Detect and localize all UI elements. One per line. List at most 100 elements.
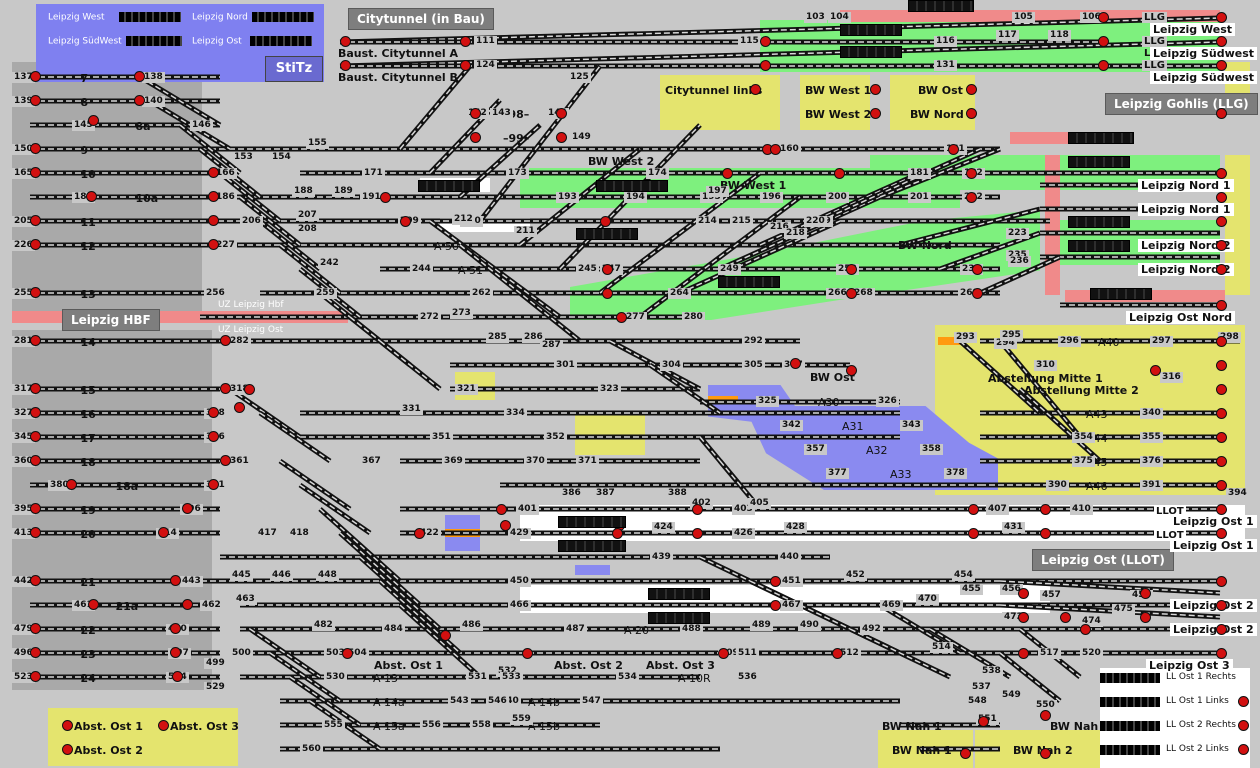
track-number-105[interactable]: 105 — [1012, 12, 1035, 23]
signal-icon[interactable] — [972, 288, 983, 299]
signal-icon[interactable] — [30, 383, 41, 394]
track-number-352[interactable]: 352 — [544, 432, 567, 443]
track-number-487[interactable]: 487 — [564, 624, 587, 635]
signal-icon[interactable] — [1216, 12, 1227, 23]
track-number-512[interactable]: 512 — [838, 648, 861, 659]
track-number-407[interactable]: 407 — [986, 504, 1009, 515]
track-number-317[interactable]: 317 — [12, 384, 35, 395]
signal-icon[interactable] — [722, 168, 733, 179]
track-number-490[interactable]: 490 — [798, 620, 821, 631]
signal-icon[interactable] — [182, 503, 193, 514]
track-number-536[interactable]: 536 — [736, 672, 759, 683]
track-number-395[interactable]: 395 — [12, 504, 35, 515]
signal-icon[interactable] — [1216, 576, 1227, 587]
signal-icon[interactable] — [30, 431, 41, 442]
signal-icon[interactable] — [208, 167, 219, 178]
exit-leipzig-nord-1a[interactable]: Leipzig Nord 1 — [1138, 179, 1234, 192]
track-number-218[interactable]: 218 — [784, 228, 807, 239]
track-number-269[interactable]: 269 — [958, 288, 981, 299]
track-number-255[interactable]: 255 — [12, 288, 35, 299]
signal-icon[interactable] — [1216, 300, 1227, 311]
track-number-546[interactable]: 546 — [486, 696, 509, 707]
signal-icon[interactable] — [1216, 60, 1227, 71]
track-number-117[interactable]: 117 — [996, 30, 1019, 41]
track-number-264[interactable]: 264 — [668, 288, 691, 299]
track-number-256[interactable]: 256 — [204, 288, 227, 299]
track-number-558[interactable]: 558 — [470, 720, 493, 731]
signal-icon[interactable] — [960, 748, 971, 759]
exit-leipzig-ost-3[interactable]: Leipzig Ost 3 — [1146, 659, 1233, 672]
track-number-116[interactable]: 116 — [934, 36, 957, 47]
signal-icon[interactable] — [244, 384, 255, 395]
track-number-131[interactable]: 131 — [934, 60, 957, 71]
track-number-272[interactable]: 272 — [418, 312, 441, 323]
track-number-226[interactable]: 226 — [12, 240, 35, 251]
track-number-118[interactable]: 118 — [1048, 30, 1071, 41]
track-number-504[interactable]: 504 — [346, 648, 369, 659]
track-number-529[interactable]: 529 — [204, 682, 227, 693]
signal-icon[interactable] — [470, 108, 481, 119]
signal-icon[interactable] — [30, 527, 41, 538]
track-number-138[interactable]: 138 — [142, 72, 165, 83]
track-number-355[interactable]: 355 — [1140, 432, 1163, 443]
exit-leipzig-ost-2a[interactable]: Leipzig Ost 2 — [1170, 599, 1257, 612]
track-number-215[interactable]: 215 — [730, 216, 753, 227]
track-number-369[interactable]: 369 — [442, 456, 465, 467]
track-number-479[interactable]: 479 — [12, 624, 35, 635]
track-number-171[interactable]: 171 — [362, 168, 385, 179]
track-number-245[interactable]: 245 — [576, 264, 599, 275]
track-number-496[interactable]: 496 — [12, 648, 35, 659]
signal-icon[interactable] — [340, 36, 351, 47]
track-number-439[interactable]: 439 — [650, 552, 673, 563]
signal-icon[interactable] — [1098, 12, 1109, 23]
track-number-277[interactable]: 277 — [624, 312, 647, 323]
signal-icon[interactable] — [134, 71, 145, 82]
track-number-514[interactable]: 514 — [930, 642, 953, 653]
track-number-249[interactable]: 249 — [718, 264, 741, 275]
signal-icon[interactable] — [1140, 588, 1151, 599]
track-number-321[interactable]: 321 — [455, 384, 478, 395]
signal-icon[interactable] — [1238, 744, 1249, 755]
signal-icon[interactable] — [1238, 720, 1249, 731]
track-number-268[interactable]: 268 — [852, 288, 875, 299]
exit-leipzig-ost-1b[interactable]: Leipzig Ost 1 — [1170, 539, 1257, 552]
signal-icon[interactable] — [1216, 480, 1227, 491]
signal-icon[interactable] — [832, 648, 843, 659]
track-number-273[interactable]: 273 — [450, 308, 473, 319]
track-number-531[interactable]: 531 — [466, 672, 489, 683]
signal-icon[interactable] — [522, 648, 533, 659]
signal-icon[interactable] — [1216, 360, 1227, 371]
track-number-431[interactable]: 431 — [1002, 522, 1025, 533]
signal-icon[interactable] — [692, 528, 703, 539]
signal-icon[interactable] — [1216, 648, 1227, 659]
track-number-443[interactable]: 443 — [180, 576, 203, 587]
signal-icon[interactable] — [30, 167, 41, 178]
signal-icon[interactable] — [846, 288, 857, 299]
track-number-150[interactable]: 150 — [12, 144, 35, 155]
signal-icon[interactable] — [750, 84, 761, 95]
track-number-537[interactable]: 537 — [970, 682, 993, 693]
signal-icon[interactable] — [1060, 612, 1071, 623]
track-number-104[interactable]: 104 — [828, 12, 851, 23]
signal-icon[interactable] — [170, 647, 181, 658]
track-number-401[interactable]: 401 — [516, 504, 539, 515]
track-number-361[interactable]: 361 — [228, 456, 251, 467]
track-number-301[interactable]: 301 — [554, 360, 577, 371]
track-number-405[interactable]: 405 — [748, 498, 771, 509]
track-number-492[interactable]: 492 — [860, 624, 883, 635]
signal-icon[interactable] — [30, 575, 41, 586]
track-number-388[interactable]: 388 — [666, 488, 689, 499]
track-number-310[interactable]: 310 — [1034, 360, 1057, 371]
signal-icon[interactable] — [978, 716, 989, 727]
signal-icon[interactable] — [1140, 612, 1151, 623]
track-number-214[interactable]: 214 — [696, 216, 719, 227]
track-number-377[interactable]: 377 — [826, 468, 849, 479]
track-number-440[interactable]: 440 — [778, 552, 801, 563]
signal-icon[interactable] — [62, 744, 73, 755]
signal-icon[interactable] — [30, 407, 41, 418]
signal-icon[interactable] — [342, 648, 353, 659]
track-number-234[interactable]: 234 — [960, 264, 983, 275]
track-number-286[interactable]: 286 — [522, 332, 545, 343]
track-number-357[interactable]: 357 — [804, 444, 827, 455]
track-number-410[interactable]: 410 — [1070, 504, 1093, 515]
